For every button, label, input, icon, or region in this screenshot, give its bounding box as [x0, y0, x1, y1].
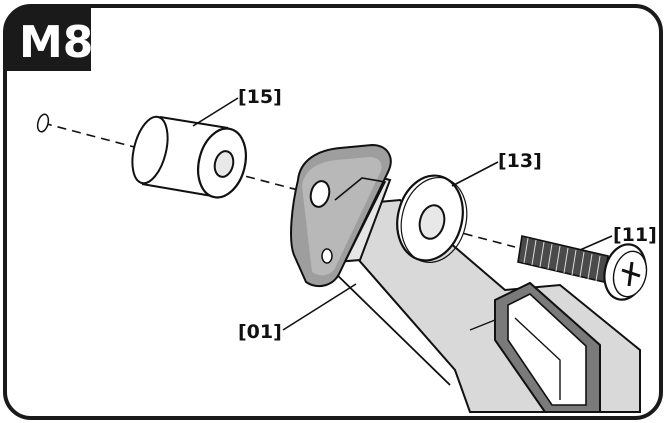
step-label: M8 — [19, 17, 94, 68]
leader-washer — [451, 161, 499, 187]
callout-washer: [13] — [498, 150, 542, 172]
axis-end-ring — [36, 113, 50, 133]
leader-screw — [579, 235, 613, 251]
callout-spacer: [15] — [238, 86, 282, 108]
leader-bracket — [282, 283, 357, 331]
screw-part — [517, 235, 648, 301]
step-badge: M8 — [5, 6, 94, 71]
callout-screw: [11] — [613, 224, 657, 246]
callout-bracket: [01] — [238, 321, 282, 343]
leader-spacer — [192, 97, 239, 127]
spacer-part — [131, 115, 247, 199]
washer-part — [396, 174, 468, 264]
